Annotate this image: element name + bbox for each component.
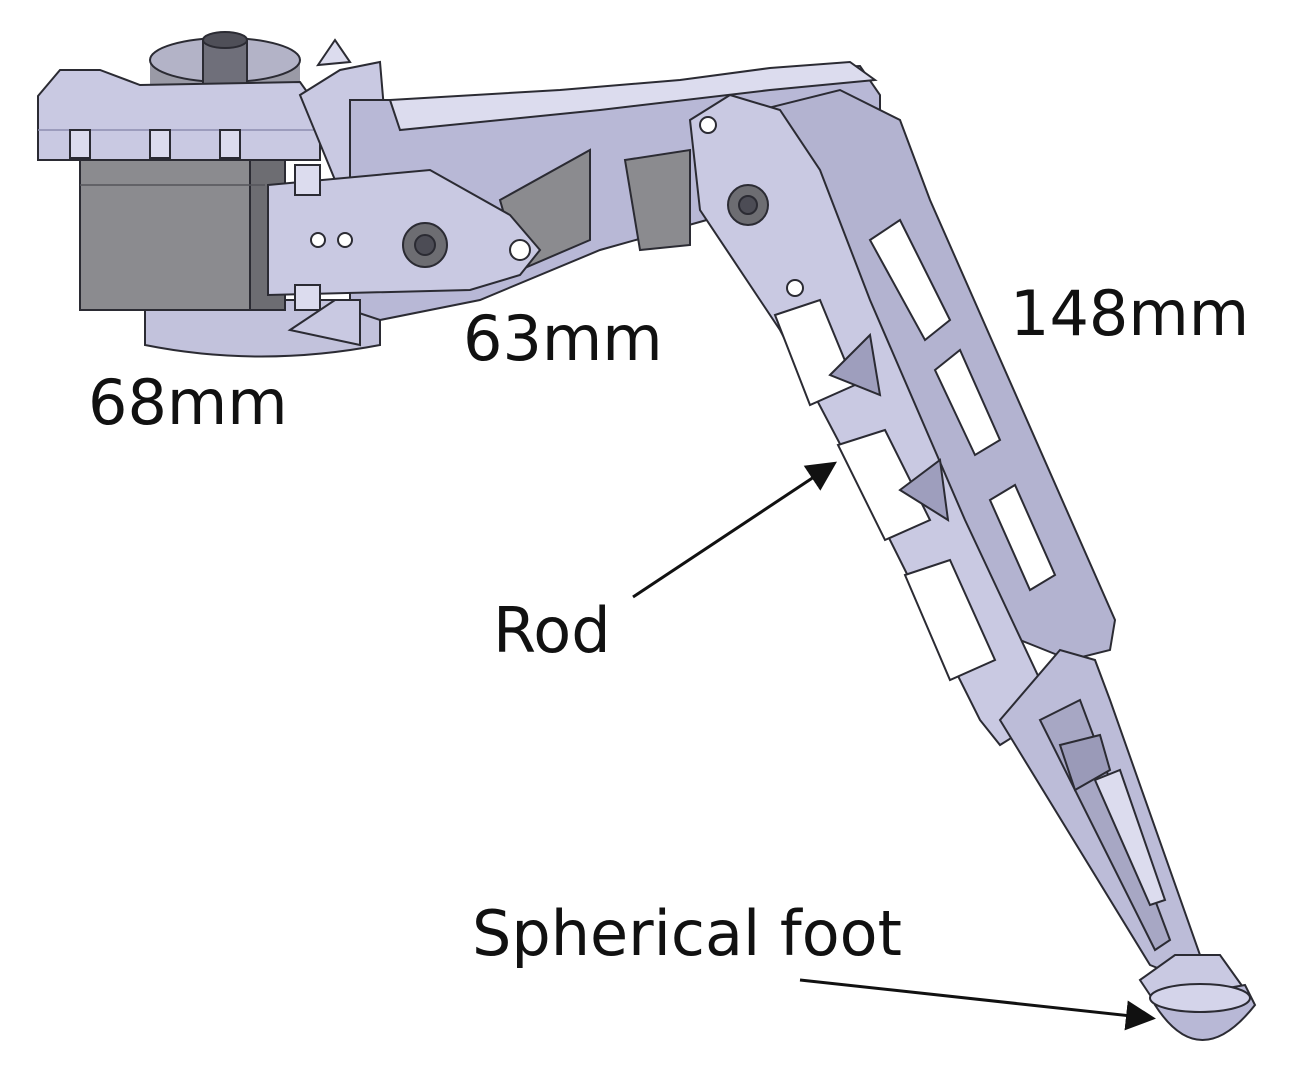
rod-label: Rod [493, 594, 611, 667]
rod-part [998, 648, 1202, 977]
spherical-foot [1138, 954, 1257, 1041]
foot-arrow [799, 978, 1156, 1031]
coxa-length-label: 68mm [88, 366, 288, 439]
rod-arrow [632, 461, 838, 599]
tibia-length-label: 148mm [1010, 277, 1250, 350]
femur-length-label: 63mm [463, 302, 663, 375]
spherical-foot-label: Spherical foot [472, 897, 902, 970]
tibia-link [688, 88, 1117, 747]
coxa-bracket [37, 38, 392, 181]
